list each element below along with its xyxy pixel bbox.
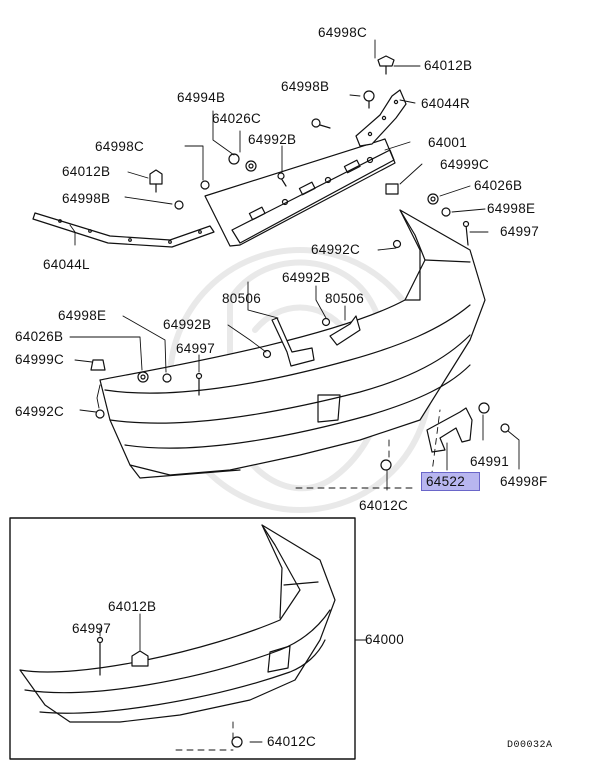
part-label-64012C: 64012C <box>267 734 317 749</box>
bumper-64000 <box>19 524 336 723</box>
part-label-64991: 64991 <box>470 454 510 469</box>
inset-dashed-guides <box>175 721 234 751</box>
part-label-64998E: 64998E <box>487 201 536 216</box>
retainer-80506-a <box>271 317 315 367</box>
part-label-64026C: 64026C <box>212 111 262 126</box>
part-label-64012B: 64012B <box>62 164 111 179</box>
bracket-64044R <box>355 89 407 147</box>
part-label-64012B: 64012B <box>108 599 157 614</box>
part-label-64992B: 64992B <box>282 270 331 285</box>
part-label-64994B: 64994B <box>177 90 226 105</box>
inset-frame <box>9 517 356 760</box>
reinforcement-64001 <box>204 138 396 247</box>
part-label-64044L: 64044L <box>43 257 90 272</box>
part-label-64044R: 64044R <box>421 96 471 111</box>
part-label-64026B: 64026B <box>474 178 523 193</box>
diagram-code: D00032A <box>507 740 553 751</box>
part-label-64997: 64997 <box>500 224 540 239</box>
part-label-64992B: 64992B <box>163 317 212 332</box>
part-label-64992C: 64992C <box>311 242 361 257</box>
bracket-64044L <box>32 212 215 248</box>
part-label-64992B: 64992B <box>248 132 297 147</box>
part-label-64001: 64001 <box>428 135 468 150</box>
part-label-64997: 64997 <box>72 621 112 636</box>
fastener-symbols <box>90 55 510 471</box>
bumper-cover <box>99 209 486 479</box>
part-label-64998B: 64998B <box>62 191 111 206</box>
part-label-64026B: 64026B <box>15 329 64 344</box>
part-label-64999C: 64999C <box>15 352 65 367</box>
part-label-64012B: 64012B <box>424 58 473 73</box>
leader-lines <box>69 39 520 491</box>
part-label-80506: 80506 <box>222 291 262 306</box>
part-label-64998C: 64998C <box>318 25 368 40</box>
inset-fasteners <box>96 613 263 748</box>
retainer-80506-b <box>329 315 361 346</box>
part-label-64012C: 64012C <box>359 498 409 513</box>
part-label-64998F: 64998F <box>500 474 548 489</box>
part-label-64999C: 64999C <box>440 157 490 172</box>
part-label-64997: 64997 <box>176 341 216 356</box>
part-label-64998C: 64998C <box>95 139 145 154</box>
part-label-64992C: 64992C <box>15 404 65 419</box>
part-label-64522-highlighted: 64522 <box>421 472 481 491</box>
part-label-64000: 64000 <box>365 632 405 647</box>
part-label-64998E: 64998E <box>58 308 107 323</box>
bracket-64522 <box>426 407 473 453</box>
part-label-64998B: 64998B <box>281 79 330 94</box>
part-label-80506: 80506 <box>325 291 365 306</box>
